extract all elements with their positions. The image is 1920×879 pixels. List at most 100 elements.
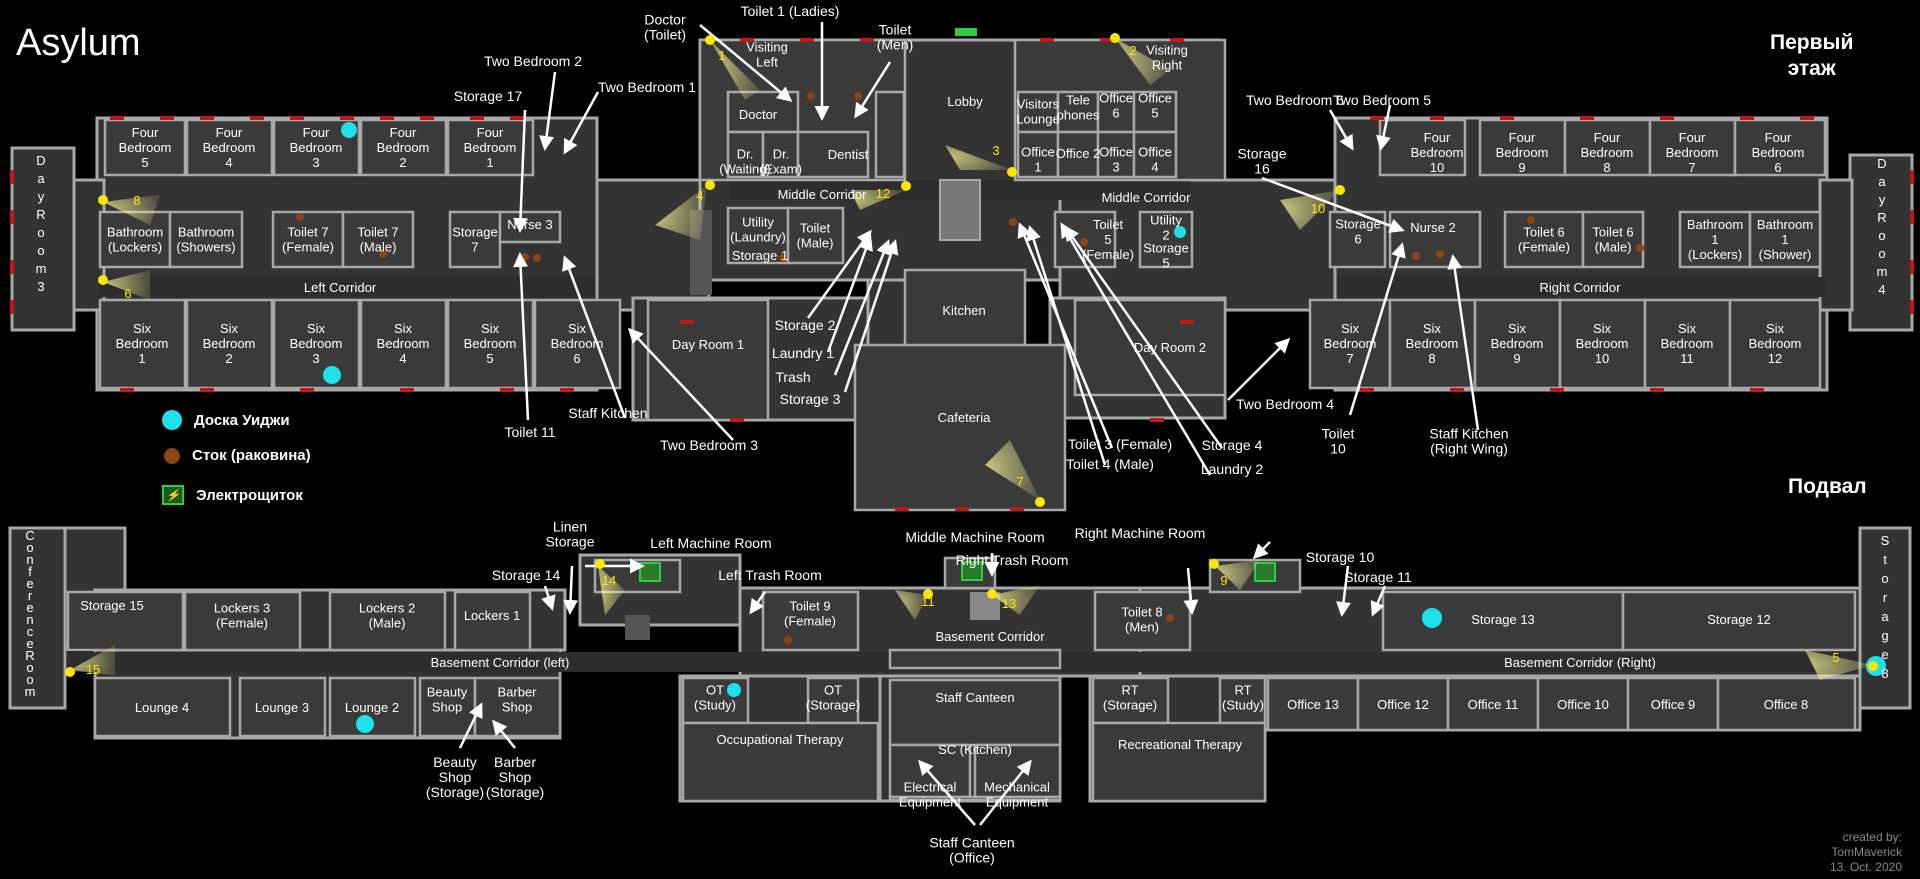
credit-line1: created by: — [1842, 830, 1902, 844]
day-room-3-label: o — [37, 225, 44, 240]
conference-room-label: c — [27, 624, 34, 639]
conference-room-label: n — [26, 552, 33, 567]
legend-sink: Сток (раковина) — [162, 447, 311, 464]
room-label: Dr.(Waiting) — [719, 147, 771, 177]
room-label: SC (Kitchen) — [938, 742, 1012, 757]
room-label: Utility(Laundry) — [730, 215, 786, 245]
conference-room-label: C — [25, 528, 34, 543]
conference-room-label: o — [26, 672, 33, 687]
room-label: Left Corridor — [304, 280, 377, 295]
room-label: Staff Canteen — [935, 690, 1014, 705]
first-floor-heading-line2: этаж — [1787, 57, 1836, 80]
camera-number: 1 — [718, 48, 725, 63]
callout-label: Laundry 1 — [772, 345, 834, 361]
callout-label: Trash — [775, 369, 810, 385]
day-room-4-label: R — [1877, 210, 1886, 225]
callout-label: Toilet(Men) — [877, 22, 914, 53]
room-label: Toilet(Male) — [797, 221, 834, 251]
room-label: Office 10 — [1557, 697, 1609, 712]
first-floor-heading-line1: Первый — [1770, 31, 1854, 54]
day-room-3-label: R — [36, 207, 45, 222]
room-label: OT(Study) — [694, 683, 736, 713]
day-room-3-label: 3 — [37, 279, 44, 294]
callout-label: Toilet 3 (Female) — [1068, 436, 1172, 452]
room-label: Toilet 9(Female) — [784, 599, 836, 629]
callout-label: Two Bedroom 3 — [660, 437, 758, 453]
room-label: Kitchen — [942, 303, 985, 318]
camera-cones — [70, 38, 1873, 680]
room-label: Office 2 — [1056, 146, 1101, 161]
conference-room-label: R — [25, 648, 34, 663]
day-room-3-label: o — [37, 243, 44, 258]
callout-label: Two Bedroom 6 — [1246, 92, 1344, 108]
basement-heading: Подвал — [1788, 475, 1867, 498]
basement-rooms — [66, 556, 1857, 803]
room-label: Toilet 6(Male) — [1592, 225, 1633, 255]
callout-label: Storage 17 — [454, 88, 523, 104]
conference-room-label: e — [26, 576, 33, 591]
callout-label: Storage 14 — [492, 567, 561, 583]
callout-label: Left Trash Room — [718, 567, 822, 583]
sink-icon — [164, 447, 180, 464]
room-label: Right Corridor — [1540, 280, 1622, 295]
room-label: Doctor — [739, 107, 778, 122]
first-floor-heading: Первый этаж — [1770, 30, 1853, 82]
room-label: Middle Corridor — [1102, 190, 1192, 205]
storage-8-label: e — [1881, 647, 1888, 662]
conference-room-label: m — [25, 684, 36, 699]
credit: created by: TomMaverick 13. Oct. 2020 — [1830, 830, 1902, 875]
room-label: Toilet 7(Male) — [357, 225, 398, 255]
day-room-4-label: o — [1878, 246, 1885, 261]
callout-label: Two Bedroom 2 — [484, 53, 582, 69]
callout-label: Left Machine Room — [650, 535, 771, 551]
day-room-4-label: o — [1878, 228, 1885, 243]
callout-label: Right Trash Room — [956, 552, 1069, 568]
room-label: Bathroom(Showers) — [176, 225, 235, 255]
map-title: Asylum — [16, 22, 141, 64]
camera-number: 11 — [921, 594, 935, 609]
room-label: Office 12 — [1377, 697, 1429, 712]
callout-label: Doctor(Toilet) — [644, 12, 686, 43]
room-label: Recreational Therapy — [1118, 737, 1243, 752]
room-label: Office 13 — [1287, 697, 1339, 712]
room-label: Dr.(Exam) — [760, 147, 802, 177]
day-room-3-label: y — [38, 189, 45, 204]
pointer-arrows — [458, 22, 1480, 826]
ouija-board-icon — [162, 410, 182, 430]
storage-8-label: a — [1881, 609, 1889, 624]
callout-label: Storage 3 — [780, 391, 841, 407]
credit-line2: TomMaverick — [1831, 845, 1902, 859]
room-label: Toilet 6(Female) — [1518, 225, 1570, 255]
room-label: Storage 1 — [732, 248, 788, 263]
camera-number: 13 — [1002, 596, 1016, 611]
room-label: Lockers 1 — [464, 608, 520, 623]
room-label: Lounge 3 — [255, 700, 309, 715]
day-room-3-label: D — [36, 153, 45, 168]
middle-rooms — [698, 38, 1227, 512]
callout-label: Toilet 1 (Ladies) — [741, 3, 840, 19]
conference-room-label: o — [26, 540, 33, 555]
room-label: Office 8 — [1764, 697, 1809, 712]
